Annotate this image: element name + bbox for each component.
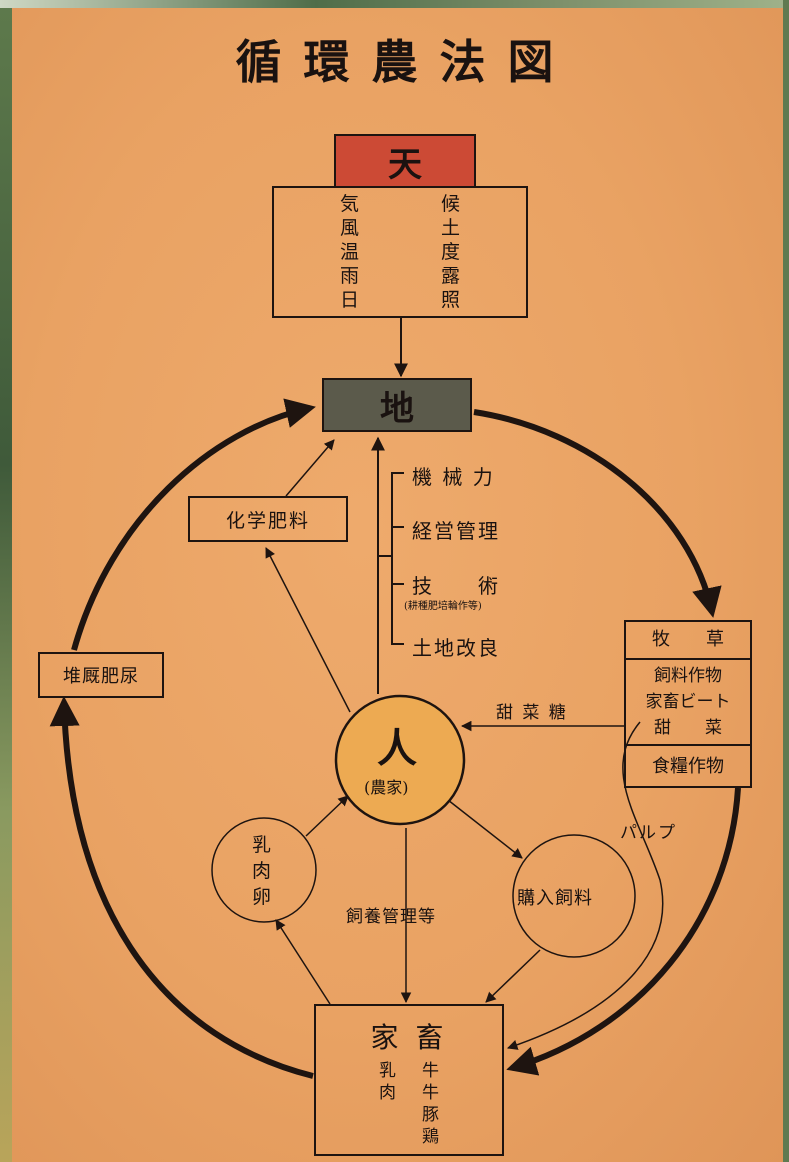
person-sub-label: (農家) — [364, 778, 409, 797]
livestock-row: 肉牛 — [379, 1082, 439, 1104]
crops-food: 食糧作物 — [652, 756, 724, 777]
input-technique: 技 術 — [412, 574, 500, 598]
product-item: 肉 — [252, 860, 272, 882]
arrow-products-to-person — [305, 795, 349, 837]
heaven-factor: 気 — [340, 193, 360, 215]
heaven-factor: 度 — [440, 241, 460, 263]
background-foliage-top — [0, 0, 789, 8]
input-management: 経営管理 — [412, 519, 500, 543]
heaven-factor: 候 — [440, 193, 460, 215]
heaven-factor-row: 温度 — [340, 240, 460, 264]
livestock-animal: 鶏 — [422, 1127, 439, 1147]
heaven-factor: 露 — [440, 265, 460, 287]
arrow-feed-to-livestock — [485, 949, 541, 1003]
heaven-factor: 日 — [340, 289, 360, 311]
livestock-animal: 豚 — [422, 1105, 439, 1125]
crops-box: 牧 草 飼料作物 家畜ビート 甜 菜 食糧作物 — [624, 620, 752, 788]
livestock-type: 乳 — [379, 1061, 396, 1081]
livestock-animal: 牛 — [422, 1061, 439, 1081]
earth-label: 地 — [380, 388, 414, 429]
page-title: 循環農法図 — [235, 35, 576, 89]
input-machinery: 機 械 力 — [412, 465, 495, 489]
manure-box: 堆厩肥尿 — [38, 652, 164, 698]
crops-feed-item: 甜 菜 — [654, 718, 722, 738]
crops-feed-item: 家畜ビート — [645, 692, 731, 712]
heaven-factor-row: 日照 — [340, 288, 460, 312]
livestock-box: 家 畜 乳牛 肉牛 豚 鶏 — [314, 1004, 504, 1156]
person-circle — [334, 694, 466, 826]
product-item: 卵 — [252, 886, 272, 908]
input-technique-note: (耕種肥培輪作等) — [404, 601, 482, 612]
crops-feed-item: 飼料作物 — [654, 666, 722, 686]
heaven-factor-row: 気候 — [340, 192, 460, 216]
livestock-row: 乳牛 — [379, 1060, 439, 1082]
heaven-factor: 土 — [440, 217, 460, 239]
livestock-animal: 牛 — [422, 1083, 439, 1103]
crops-forage: 牧 草 — [626, 622, 750, 660]
cycle-arc-manure-to-earth — [71, 398, 316, 651]
livestock-type: 肉 — [379, 1083, 396, 1103]
breeding-label: 飼養管理等 — [346, 907, 436, 927]
product-item: 乳 — [252, 834, 272, 856]
products-label: 乳 肉 卵 — [252, 832, 271, 910]
purchased-feed-circle — [512, 834, 636, 958]
pulp-label: パルプ — [620, 823, 677, 843]
heaven-factor: 照 — [440, 289, 460, 311]
arrow-person-to-fertilizer — [265, 547, 351, 713]
input-land-improvement: 土地改良 — [412, 636, 500, 660]
heaven-factor-row: 風土 — [340, 216, 460, 240]
arrow-pulp — [507, 721, 664, 1050]
heaven-factors-box: 気候 風土 温度 雨露 日照 — [272, 186, 528, 318]
manure-label: 堆厩肥尿 — [63, 666, 139, 687]
cycle-arc-crops-to-livestock — [506, 787, 741, 1076]
background-foliage-left — [0, 0, 12, 1162]
livestock-header: 家 畜 — [370, 1021, 448, 1054]
purchased-feed-label: 購入飼料 — [517, 888, 593, 909]
heaven-factor: 雨 — [340, 265, 360, 287]
sugar-label: 甜 菜 糖 — [496, 703, 568, 723]
crops-feed: 飼料作物 家畜ビート 甜 菜 — [626, 660, 750, 746]
heaven-factor: 風 — [340, 217, 360, 239]
heaven-header: 天 — [334, 134, 476, 188]
products-circle — [211, 817, 317, 923]
arrow-fertilizer-to-earth — [285, 439, 335, 497]
chemical-fertilizer-label: 化学肥料 — [225, 509, 310, 532]
heaven-factor: 温 — [340, 241, 360, 263]
chemical-fertilizer-box: 化学肥料 — [188, 496, 348, 542]
cycle-arc-livestock-to-manure — [49, 696, 314, 1079]
background-foliage-right — [783, 0, 789, 1162]
heaven-factor-row: 雨露 — [340, 264, 460, 288]
cycle-arc-earth-to-crops — [473, 409, 722, 618]
livestock-row: 豚 — [379, 1104, 439, 1126]
person-label: 人 — [377, 725, 417, 772]
heaven-label: 天 — [388, 144, 422, 185]
arrow-person-to-purchased-feed — [447, 799, 523, 859]
livestock-row: 鶏 — [379, 1126, 439, 1148]
arrow-livestock-to-products — [275, 919, 331, 1005]
earth-box: 地 — [322, 378, 472, 432]
